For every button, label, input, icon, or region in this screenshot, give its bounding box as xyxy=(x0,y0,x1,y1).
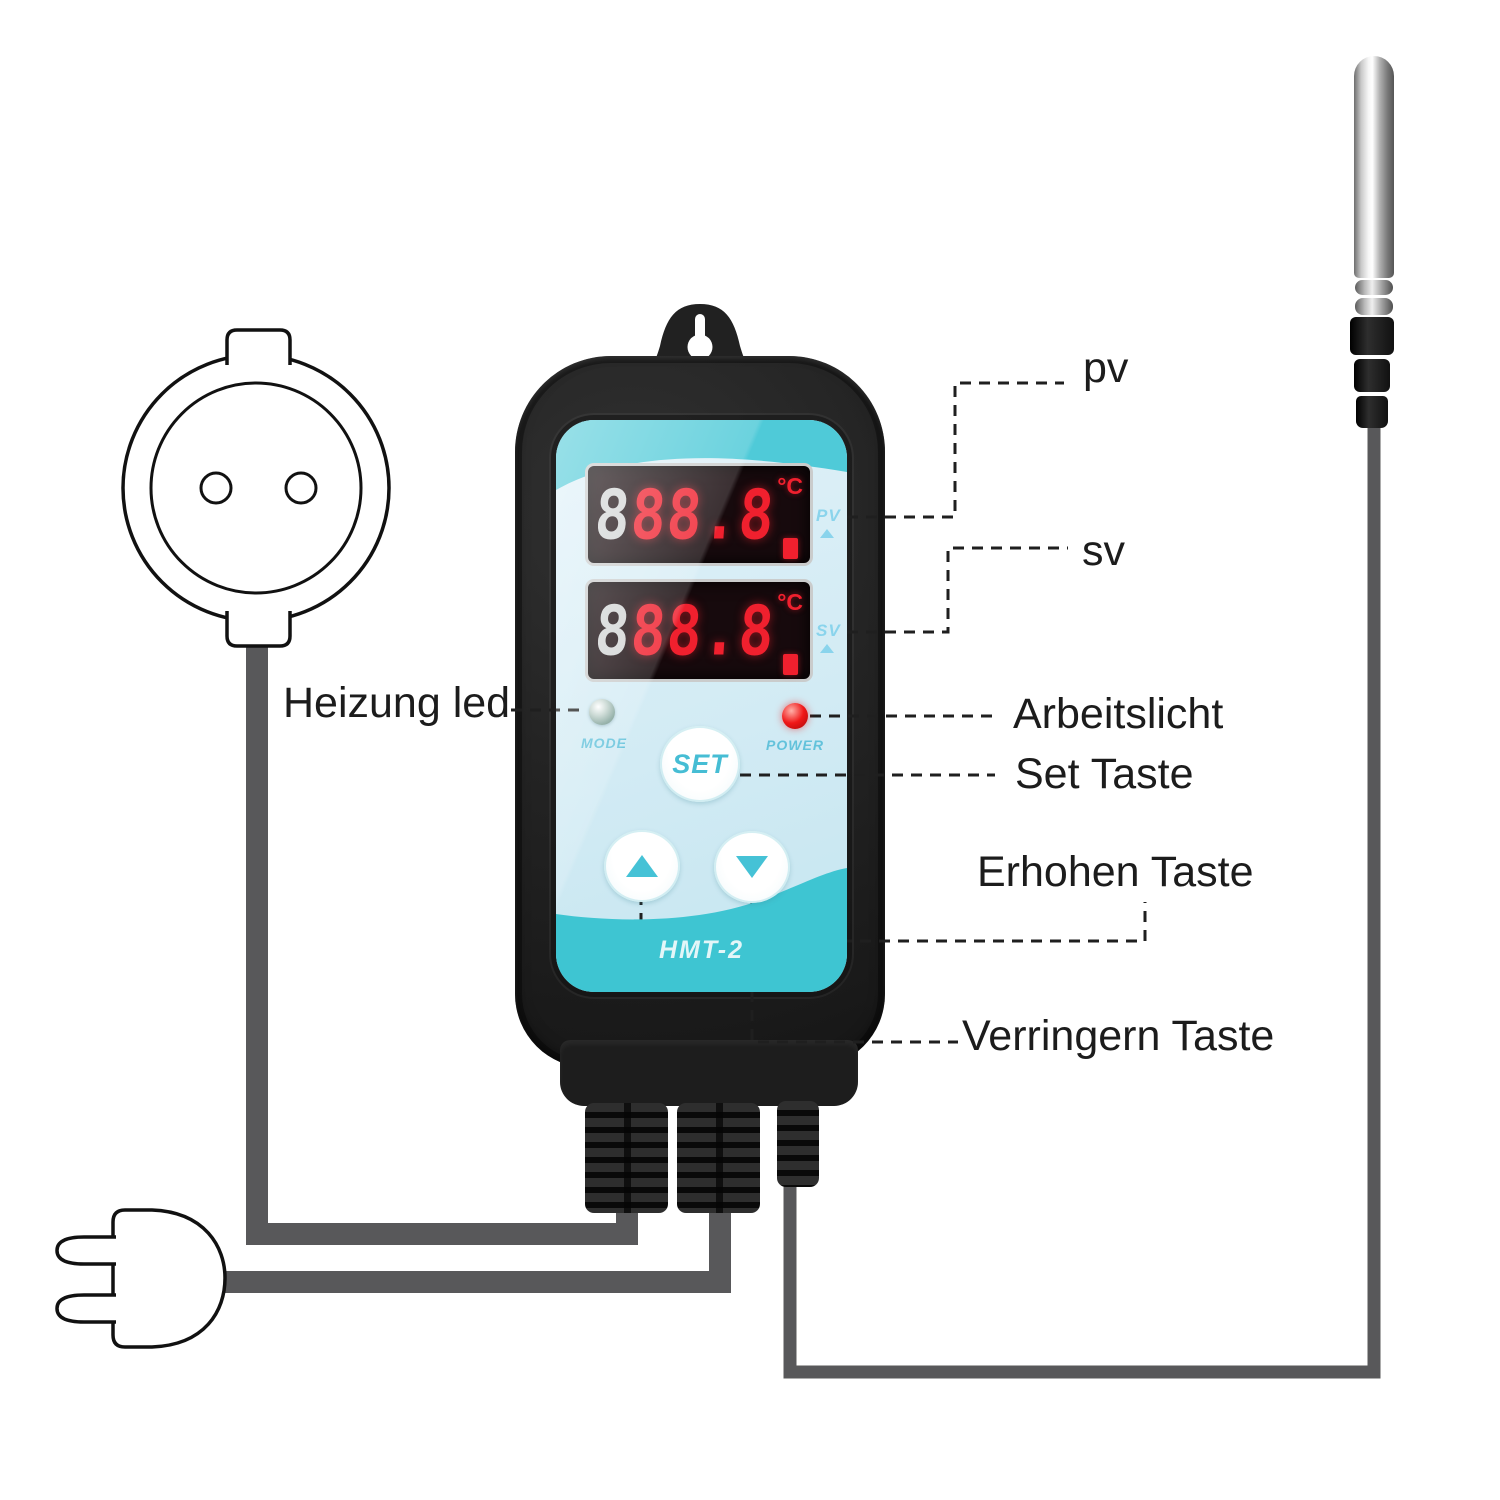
plug-body xyxy=(111,1208,227,1349)
power-plug-outline xyxy=(55,1208,227,1349)
pv-unit-column: °C xyxy=(777,471,803,559)
annotation-arbeitslicht: Arbeitslicht xyxy=(1013,690,1224,738)
sv-ghost-digit: 8 xyxy=(592,590,633,671)
power-led xyxy=(782,703,808,729)
plug-prong-top-fill xyxy=(57,1237,116,1264)
sv-marker-triangle-icon xyxy=(820,644,834,653)
cable-strain-relief-left xyxy=(585,1103,668,1213)
socket-inner-ring xyxy=(149,381,363,595)
device-neck xyxy=(560,1040,858,1106)
pv-unit: °C xyxy=(777,472,803,499)
faceplate-bottom-wave xyxy=(556,868,847,992)
wall-socket-outline xyxy=(121,328,391,648)
faceplate-top-band xyxy=(556,420,847,490)
sv-unit: °C xyxy=(777,588,803,615)
up-arrow-icon xyxy=(626,855,658,877)
keyhole-hole xyxy=(687,334,713,360)
probe-strain-relief xyxy=(1356,396,1388,428)
probe-collar-ring xyxy=(1355,298,1393,315)
annotation-sv: sv xyxy=(1082,527,1125,575)
set-button[interactable]: SET xyxy=(660,726,740,802)
down-arrow-icon xyxy=(736,856,768,878)
pv-marker-label: PV xyxy=(816,506,841,525)
annotation-heizung-led: Heizung led xyxy=(283,679,511,727)
socket-top-tab xyxy=(225,328,292,365)
decrease-button[interactable] xyxy=(714,831,790,903)
pv-ghost-digit: 8 xyxy=(592,474,633,555)
probe-metal-tube xyxy=(1354,56,1394,278)
set-button-label: SET xyxy=(672,748,728,779)
temperature-controller: 8 88.8 °C 8 88.8 °C PV SV MOD xyxy=(515,298,885,1218)
probe-strain-relief xyxy=(1354,359,1390,392)
pv-value: 88.8 xyxy=(628,474,778,555)
sv-display: 8 88.8 °C xyxy=(585,579,813,682)
pv-marker-triangle-icon xyxy=(820,529,834,538)
socket-hole-right xyxy=(284,471,318,505)
plug-prong-top xyxy=(55,1235,116,1266)
socket-bottom-tab xyxy=(225,611,292,648)
socket-hole-left xyxy=(199,471,233,505)
plug-prong-bottom-fill xyxy=(57,1295,116,1322)
annotation-erhohen-taste: Erhohen Taste xyxy=(977,848,1254,896)
cable-strain-relief-middle xyxy=(677,1103,760,1213)
increase-button[interactable] xyxy=(604,830,680,902)
plug-cable xyxy=(221,1196,731,1293)
sv-unit-column: °C xyxy=(777,587,803,675)
cable-strain-relief-right xyxy=(777,1101,819,1187)
faceplate: 8 88.8 °C 8 88.8 °C PV SV MOD xyxy=(556,420,847,992)
pv-display: 8 88.8 °C xyxy=(585,463,813,566)
sv-indicator-block xyxy=(782,653,798,675)
probe-strain-relief xyxy=(1350,317,1394,355)
annotation-set-taste: Set Taste xyxy=(1015,750,1194,798)
model-name: HMT-2 xyxy=(659,936,744,964)
cables xyxy=(221,424,1381,1379)
socket-cable xyxy=(246,628,638,1245)
pv-indicator-block xyxy=(782,537,798,559)
plug-prong-bottom xyxy=(55,1293,116,1324)
sv-value: 88.8 xyxy=(628,590,778,671)
probe-cable xyxy=(783,424,1381,1379)
power-label: POWER xyxy=(766,737,824,753)
mode-led xyxy=(589,699,615,725)
probe-collar-ring xyxy=(1355,280,1393,295)
annotation-verringern-taste: Verringern Taste xyxy=(962,1012,1275,1060)
sv-marker-label: SV xyxy=(816,621,841,640)
mode-label: MODE xyxy=(581,735,627,751)
annotation-pv: pv xyxy=(1083,344,1129,392)
